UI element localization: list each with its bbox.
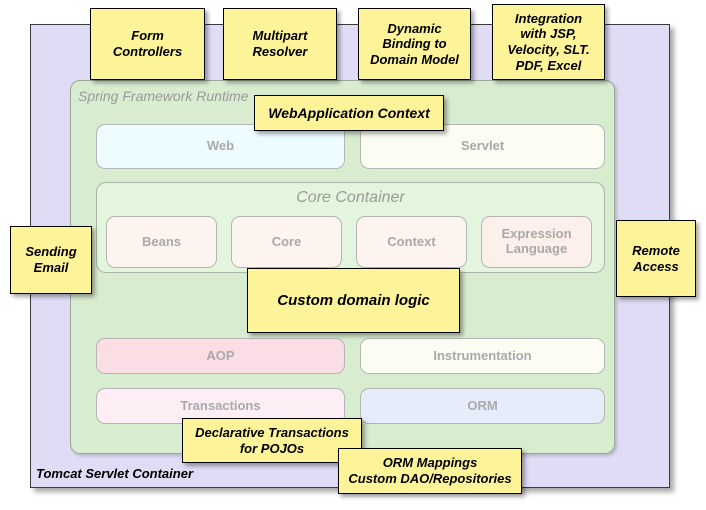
- note-orm-mappings: ORM Mappings Custom DAO/Repositories: [338, 448, 522, 494]
- note-form-controllers-line1: Form: [131, 28, 164, 44]
- note-custom-domain-logic-line1: Custom domain logic: [277, 291, 430, 309]
- note-orm-mappings-line1: ORM Mappings: [382, 455, 478, 471]
- note-webapplication-context-line1: WebApplication Context: [268, 104, 430, 121]
- module-instrumentation: Instrumentation: [360, 338, 605, 374]
- module-core-label: Core: [271, 233, 302, 249]
- module-beans: Beans: [106, 216, 217, 268]
- note-sending-email-line1: Sending: [25, 244, 77, 260]
- module-expression-language: Expression Language: [481, 216, 592, 268]
- module-web: Web: [96, 124, 345, 169]
- note-form-controllers: Form Controllers: [90, 8, 205, 80]
- note-remote-access-line1: Remote: [632, 242, 680, 258]
- core-container-label: Core Container: [296, 189, 405, 206]
- module-expression-language-label: Expression Language: [501, 226, 572, 256]
- note-dynamic-binding: Dynamic Binding to Domain Model: [358, 8, 471, 80]
- module-transactions-label: Transactions: [180, 397, 261, 413]
- note-integration-line2: with JSP,: [520, 26, 577, 42]
- module-beans-label: Beans: [141, 233, 182, 249]
- note-form-controllers-line2: Controllers: [112, 44, 183, 59]
- note-webapplication-context: WebApplication Context: [254, 95, 444, 131]
- note-declarative-transactions-line2: for POJOs: [239, 440, 305, 456]
- tomcat-servlet-container-label: Tomcat Servlet Container: [36, 466, 194, 481]
- note-dynamic-binding-line1: Dynamic: [387, 20, 442, 36]
- module-aop: AOP: [96, 338, 345, 374]
- module-servlet: Servlet: [360, 124, 605, 169]
- note-integration-line3: Velocity, SLT.: [507, 42, 590, 57]
- module-instrumentation-label: Instrumentation: [433, 347, 532, 363]
- module-core: Core: [231, 216, 342, 268]
- module-context-label: Context: [387, 233, 436, 249]
- note-orm-mappings-line2: Custom DAO/Repositories: [348, 471, 512, 486]
- note-integration: Integration with JSP, Velocity, SLT. PDF…: [492, 4, 605, 80]
- module-aop-label: AOP: [206, 347, 235, 363]
- note-declarative-transactions: Declarative Transactions for POJOs: [182, 418, 362, 463]
- note-multipart-resolver-line1: Multipart: [252, 28, 308, 44]
- note-dynamic-binding-line3: Domain Model: [370, 51, 459, 67]
- module-orm: ORM: [360, 388, 605, 424]
- note-sending-email: Sending Email: [10, 226, 92, 294]
- note-multipart-resolver: Multipart Resolver: [223, 8, 337, 80]
- note-dynamic-binding-line2: Binding to: [382, 36, 447, 52]
- note-remote-access: Remote Access: [616, 220, 696, 297]
- note-integration-line1: Integration: [514, 10, 583, 26]
- note-integration-line4: PDF, Excel: [515, 57, 582, 73]
- note-multipart-resolver-line2: Resolver: [252, 44, 308, 59]
- note-custom-domain-logic: Custom domain logic: [247, 268, 460, 333]
- note-remote-access-line2: Access: [633, 258, 679, 274]
- note-sending-email-line2: Email: [33, 260, 69, 275]
- module-web-label: Web: [206, 138, 235, 154]
- module-orm-label: ORM: [467, 397, 498, 413]
- note-declarative-transactions-line1: Declarative Transactions: [195, 424, 349, 440]
- module-servlet-label: Servlet: [460, 138, 505, 154]
- module-context: Context: [356, 216, 467, 268]
- spring-framework-runtime-label: Spring Framework Runtime: [78, 88, 249, 104]
